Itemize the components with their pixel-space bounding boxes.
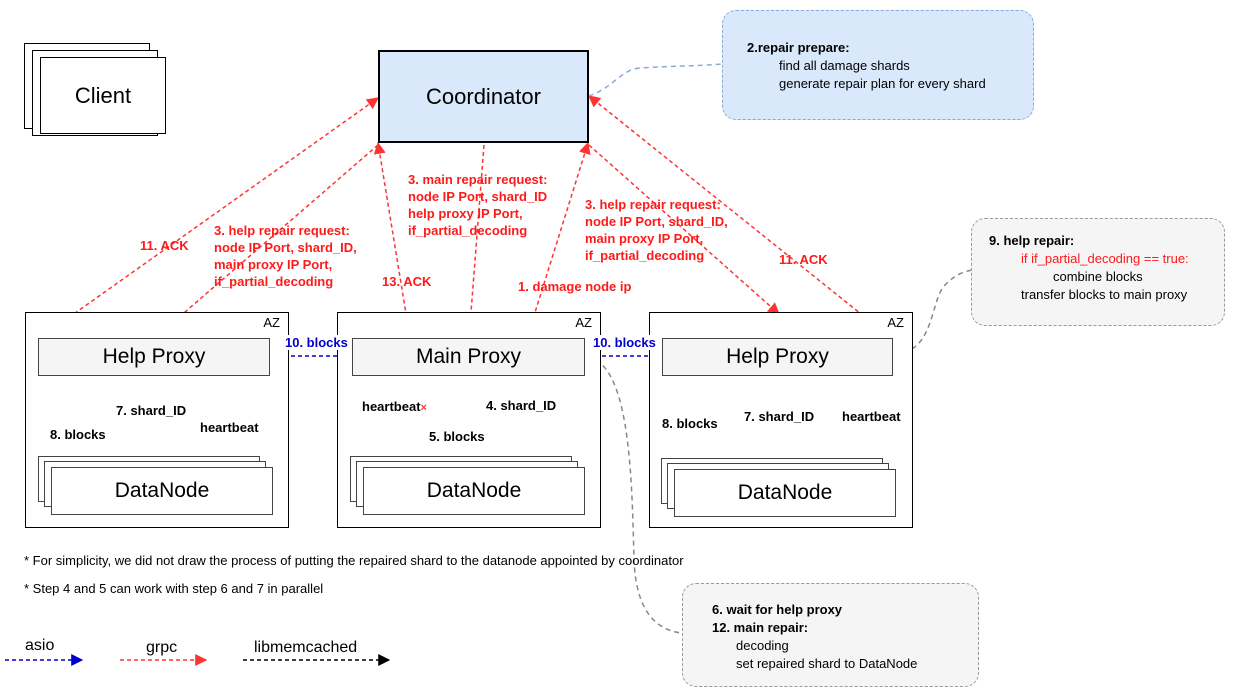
mid-shard-label: 4. shard_ID xyxy=(486,398,557,413)
blocks-right-label: 10. blocks xyxy=(593,335,656,350)
datanode-middle: DataNode xyxy=(363,467,585,515)
left-blocks-label: 8. blocks xyxy=(50,427,106,442)
datanode-right: DataNode xyxy=(674,469,896,517)
mid-heartbeat-label: heartbeat× xyxy=(362,399,427,414)
mid-blocks-label: 5. blocks xyxy=(429,429,485,444)
main-request-line: help proxy IP Port, xyxy=(408,206,523,221)
help-repair-condition: if if_partial_decoding == true: xyxy=(1021,251,1189,266)
main-repair-note: 6. wait for help proxy 12. main repair: … xyxy=(682,583,979,687)
datanode-left-label: DataNode xyxy=(114,479,210,502)
help-repair-title: 9. help repair: xyxy=(989,233,1075,248)
right-heartbeat-label: heartbeat xyxy=(842,409,901,424)
help-repair-line: combine blocks xyxy=(1053,269,1143,284)
main-proxy-label: Main Proxy xyxy=(415,345,522,368)
blocks-left-label: 10. blocks xyxy=(285,335,348,350)
help-request-left-line: main proxy IP Port, xyxy=(214,257,333,272)
help-request-right-label: 3. help repair request: node IP Port, sh… xyxy=(585,196,728,264)
left-heartbeat-label: heartbeat xyxy=(200,420,259,435)
right-shard-label: 7. shard_ID xyxy=(744,409,815,424)
help-request-right-line: main proxy IP Port, xyxy=(585,231,704,246)
repair-prepare-line: find all damage shards xyxy=(779,58,910,73)
repair-prepare-title: 2.repair prepare: xyxy=(747,40,850,55)
datanode-left: DataNode xyxy=(51,467,273,515)
az-right-tag: AZ xyxy=(887,315,904,330)
ack-main-label: 13. ACK xyxy=(382,274,432,289)
help-request-right-line: if_partial_decoding xyxy=(585,248,705,263)
help-proxy-right: Help Proxy xyxy=(662,338,893,376)
damage-node-arrow xyxy=(526,141,591,339)
help-proxy-right-label: Help Proxy xyxy=(726,345,829,368)
main-request-line: if_partial_decoding xyxy=(408,223,528,238)
main-request-label: 3. main repair request: node IP Port, sh… xyxy=(408,171,547,239)
help-proxy-left: Help Proxy xyxy=(38,338,270,376)
help-request-left-line: if_partial_decoding xyxy=(214,274,334,289)
ack-left-arrow xyxy=(39,97,379,339)
prepare-note-connector xyxy=(561,63,723,101)
left-shard-label: 7. shard_ID xyxy=(116,403,187,418)
help-request-left-line: 3. help repair request: xyxy=(214,223,350,238)
client-node: Client xyxy=(40,57,166,134)
right-blocks-label: 8. blocks xyxy=(662,416,718,431)
mid-heartbeat-text: heartbeat xyxy=(362,399,421,414)
help-repair-note-connector xyxy=(894,269,973,355)
main-request-line: 3. main repair request: xyxy=(408,172,548,187)
repair-prepare-note: 2.repair prepare: find all damage shards… xyxy=(722,10,1034,120)
legend-asio-label: asio xyxy=(25,637,55,654)
help-request-left-line: node IP Port, shard_ID, xyxy=(214,240,357,255)
ack-left-label: 11. ACK xyxy=(140,238,189,253)
datanode-middle-label: DataNode xyxy=(426,479,522,502)
help-proxy-left-label: Help Proxy xyxy=(102,345,206,368)
coordinator-node: Coordinator xyxy=(378,50,589,143)
help-request-right-line: 3. help repair request: xyxy=(585,197,721,212)
help-request-right-line: node IP Port, shard_ID, xyxy=(585,214,728,229)
main-request-arrow xyxy=(463,144,485,340)
az-left-tag: AZ xyxy=(263,315,280,330)
main-repair-line: set repaired shard to DataNode xyxy=(736,656,918,671)
damage-node-label: 1. damage node ip xyxy=(518,279,632,294)
ack-right-label: 11. ACK xyxy=(779,252,828,267)
mid-heartbeat-mark: × xyxy=(420,402,427,414)
main-repair-line: decoding xyxy=(736,638,789,653)
main-proxy: Main Proxy xyxy=(352,338,585,376)
client-label: Client xyxy=(74,82,132,108)
help-request-left-label: 3. help repair request: node IP Port, sh… xyxy=(214,222,357,290)
ack-main-arrow xyxy=(373,141,411,339)
az-middle-tag: AZ xyxy=(575,315,592,330)
legend-grpc-label: grpc xyxy=(146,639,178,656)
footnote-2: * Step 4 and 5 can work with step 6 and … xyxy=(24,581,324,596)
help-repair-note: 9. help repair: if if_partial_decoding =… xyxy=(971,218,1225,326)
legend-libmemcached-label: libmemcached xyxy=(254,639,358,656)
main-repair-title-2: 12. main repair: xyxy=(712,620,809,635)
main-request-line: node IP Port, shard_ID xyxy=(408,189,548,204)
datanode-right-label: DataNode xyxy=(737,481,833,504)
main-repair-title-1: 6. wait for help proxy xyxy=(712,602,843,617)
help-request-right-arrow xyxy=(588,144,780,315)
repair-prepare-line: generate repair plan for every shard xyxy=(779,76,986,91)
main-repair-note-connector xyxy=(595,359,683,634)
help-repair-line: transfer blocks to main proxy xyxy=(1021,287,1188,302)
ack-right-arrow xyxy=(588,95,892,339)
coordinator-label: Coordinator xyxy=(426,83,541,109)
help-request-left-arrow xyxy=(154,144,379,339)
footnote-1: * For simplicity, we did not draw the pr… xyxy=(24,553,684,568)
